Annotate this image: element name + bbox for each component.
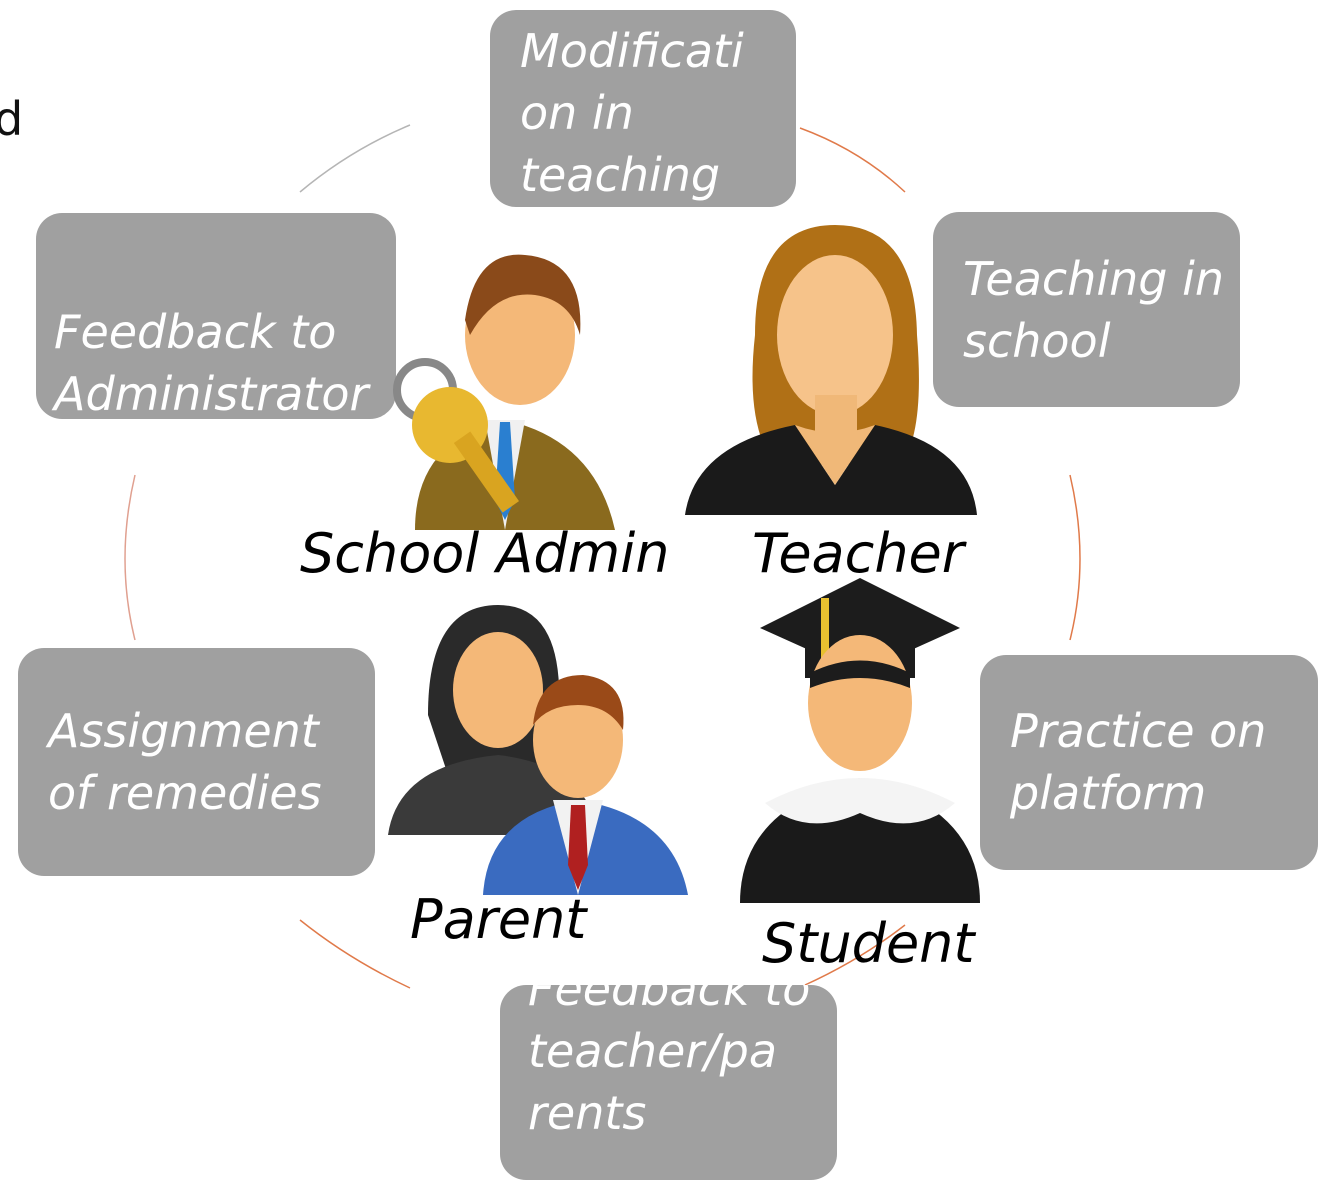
school-admin-icon — [393, 254, 615, 530]
step-label: Feedback to teacher/pa rents — [528, 985, 811, 1140]
step-label: Teaching in school — [963, 252, 1225, 368]
role-label-student: Student — [762, 912, 975, 975]
arc-practice-to-feedback — [804, 924, 906, 986]
arc-modification-to-teaching — [799, 127, 906, 193]
step-label: Modificati on in teaching — [520, 24, 744, 202]
step-label: Assignment of remedies — [48, 704, 322, 820]
role-label-parent: Parent — [410, 888, 587, 951]
step-label: Feedback to Administrator — [54, 305, 369, 419]
role-label-school-admin: School Admin — [300, 522, 670, 585]
step-practice-on-platform: Practice on platform — [980, 655, 1318, 870]
step-feedback-to-teacher-parents: Feedback to teacher/pa rents — [500, 985, 837, 1180]
step-assignment-of-remedies: Assignment of remedies — [18, 648, 375, 876]
teacher-icon — [685, 225, 977, 515]
arc-feedback-to-assignment — [299, 919, 411, 989]
role-label-teacher: Teacher — [752, 522, 964, 585]
arc-teaching-to-practice — [1069, 474, 1081, 641]
arc-feedback-admin-to-modification — [299, 124, 411, 193]
stray-text-fragment: d — [0, 92, 24, 146]
step-modification-in-teaching: Modificati on in teaching — [490, 10, 796, 207]
step-label: Practice on platform — [1010, 704, 1267, 820]
parent-icon — [388, 605, 688, 895]
step-feedback-to-administrator: Feedback to Administrator — [36, 213, 396, 419]
student-icon — [740, 578, 980, 903]
arc-assignment-to-feedback-admin — [124, 474, 136, 641]
step-teaching-in-school: Teaching in school — [933, 212, 1240, 407]
